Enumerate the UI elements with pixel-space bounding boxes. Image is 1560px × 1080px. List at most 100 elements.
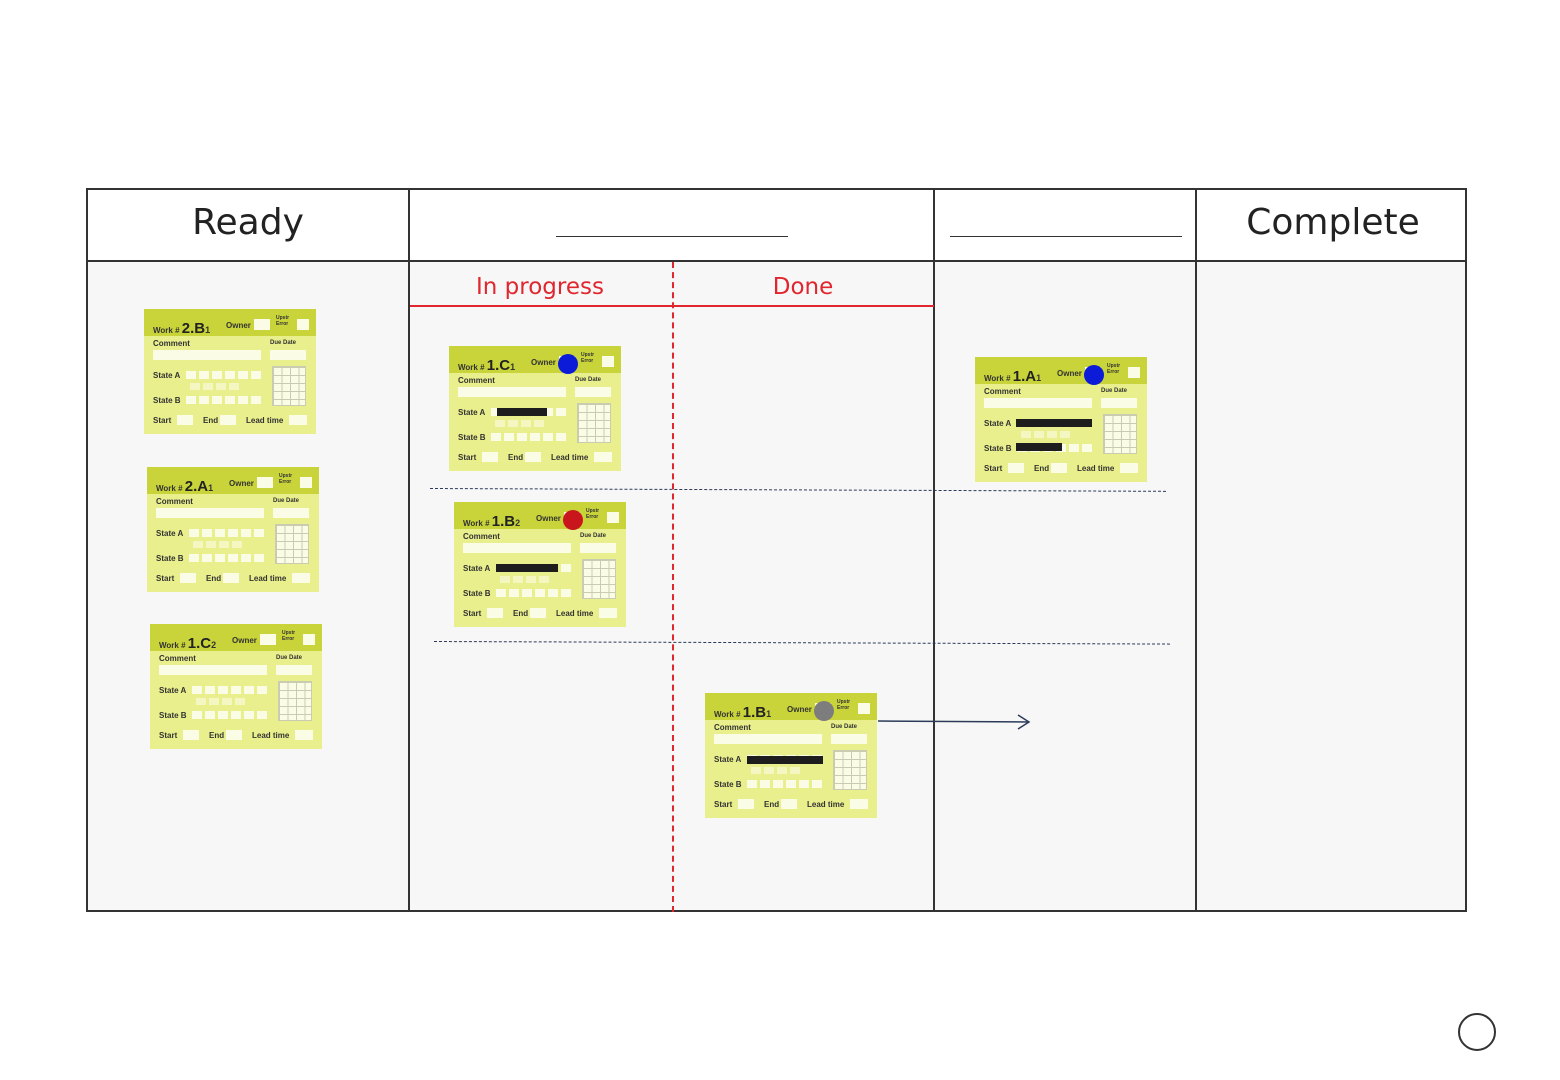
card-state-cell (561, 564, 571, 572)
card-end-label: End (206, 574, 222, 583)
card-end-box (220, 415, 236, 425)
card-end-box (781, 799, 797, 809)
card-state-cell (241, 529, 251, 537)
card-error-box (300, 477, 312, 488)
card-state-cell (196, 698, 206, 705)
card-state-cell (751, 767, 761, 774)
card-due-date-label: Due Date (580, 533, 607, 539)
card-state-cell (790, 767, 800, 774)
card-work-subscript: 1 (208, 483, 214, 493)
card-state-cell (491, 433, 501, 441)
card-state-cell (231, 711, 241, 719)
column-divider (1195, 190, 1197, 910)
card-lead-time-box (292, 573, 310, 583)
card-work-label: Work # 2.A1 (156, 478, 214, 495)
card-progress-bar (747, 756, 823, 764)
card-state-cell (238, 396, 248, 404)
card-state-b-label: State B (714, 780, 742, 789)
card-state-cell (189, 554, 199, 562)
circle-button[interactable] (1458, 1013, 1496, 1051)
card-start-box (180, 573, 196, 583)
card-work-label: Work # 2.B1 (153, 320, 211, 337)
card-start-label: Start (153, 416, 172, 425)
card-state-cell (193, 541, 203, 548)
card-start-box (482, 452, 498, 462)
card-state-cell (229, 383, 239, 390)
card-state-b-label: State B (153, 396, 181, 405)
card-header (144, 309, 316, 336)
card-owner-box (260, 634, 276, 645)
card-start-label: Start (156, 574, 175, 583)
card-start-box (487, 608, 503, 618)
card-state-cell (1060, 431, 1070, 438)
card-owner-label: Owner (536, 514, 561, 523)
card-lead-time-label: Lead time (1077, 464, 1115, 473)
card-state-cell (189, 529, 199, 537)
card-owner-label: Owner (229, 479, 254, 488)
card-progress-bar (496, 564, 558, 572)
card-state-a-label: State A (984, 419, 1012, 428)
swimlane-divider (433, 641, 1170, 645)
card-state-cell (186, 371, 196, 379)
card-state-cell (1021, 431, 1031, 438)
card-work-subscript: 1 (766, 709, 772, 719)
card-state-cell (215, 529, 225, 537)
card-comment-label: Comment (458, 376, 495, 385)
card-work-label: Work # 1.C2 (159, 635, 217, 652)
card-state-b-label: State B (159, 711, 187, 720)
card-due-date-field (270, 350, 306, 360)
card-progress-bar (1016, 419, 1092, 427)
card-state-cell (500, 576, 510, 583)
card-header (150, 624, 322, 651)
column-title-blank-1 (556, 236, 788, 237)
card-state-cell (232, 541, 242, 548)
card-error-box (303, 634, 315, 645)
owner-dot (814, 701, 834, 721)
card-state-cell (203, 383, 213, 390)
card-lead-time-box (594, 452, 612, 462)
card-lead-time-box (289, 415, 307, 425)
card-lead-time-label: Lead time (556, 609, 594, 618)
card-state-cell (218, 686, 228, 694)
card-lead-time-label: Lead time (252, 731, 290, 740)
card-end-label: End (1034, 464, 1050, 473)
card-due-date-label: Due Date (831, 724, 858, 730)
card-end-box (530, 608, 546, 618)
card-grid (1103, 414, 1137, 454)
card-state-cell (212, 396, 222, 404)
owner-dot (558, 354, 578, 374)
card-state-cell (760, 780, 770, 788)
swimlane-divider (429, 488, 1166, 492)
card-state-cell (244, 711, 254, 719)
card-header (975, 357, 1147, 384)
card-error-box (297, 319, 309, 330)
card-lead-time-box (850, 799, 868, 809)
card-work-label: Work # 1.A1 (984, 368, 1042, 385)
card-state-a-label: State A (463, 564, 491, 573)
card-work-number: 2.B (181, 320, 206, 337)
card-state-cell (225, 396, 235, 404)
card-state-cell (508, 420, 518, 427)
card-state-a-label: State A (458, 408, 486, 417)
owner-dot (563, 510, 583, 530)
card-state-cell (202, 554, 212, 562)
card-comment-label: Comment (714, 723, 751, 732)
card-state-cell (218, 711, 228, 719)
card-work-number: 2.A (184, 478, 209, 495)
card-header (454, 502, 626, 529)
card-state-cell (254, 529, 264, 537)
card-end-label: End (209, 731, 225, 740)
card-due-date-field (273, 508, 309, 518)
card-state-cell (543, 408, 553, 416)
card-due-date-label: Due Date (270, 340, 297, 346)
card-progress-bar (1016, 443, 1062, 451)
card-comment-label: Comment (159, 654, 196, 663)
card-state-cell (491, 408, 501, 416)
